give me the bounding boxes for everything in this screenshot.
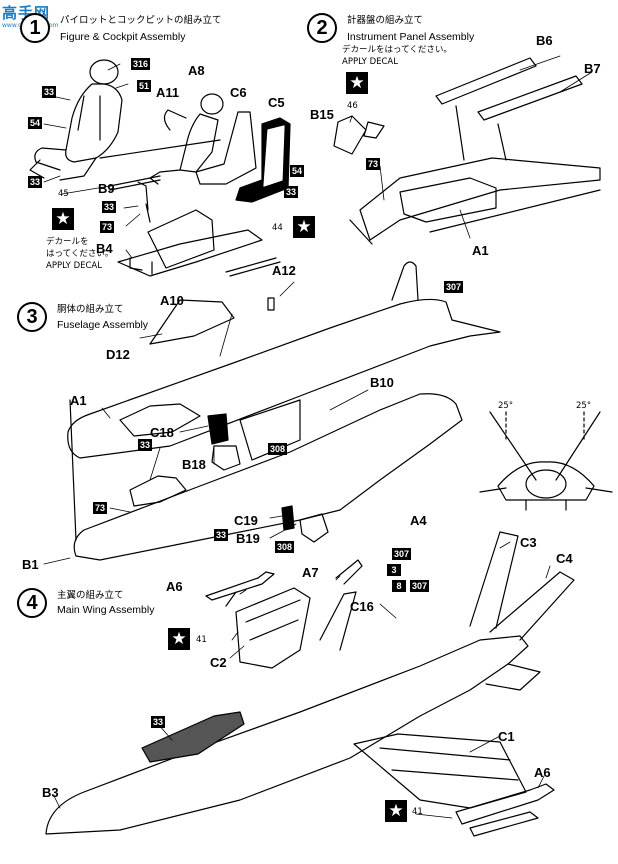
star-decal-icon: ★ — [346, 72, 368, 94]
part-label-c4: C4 — [556, 551, 573, 566]
step-2-title-en: Instrument Panel Assembly — [347, 31, 475, 43]
missile-left — [205, 571, 275, 607]
part-label-c1: C1 — [498, 729, 515, 744]
part-label-b6: B6 — [536, 33, 553, 48]
paint-number: 33 — [42, 86, 57, 98]
paint-number: 308 — [268, 443, 288, 455]
part-label-a4: A4 — [410, 513, 427, 528]
paint-number: 316 — [131, 58, 151, 70]
part-label-c3: C3 — [520, 535, 537, 550]
paint-number: 73 — [93, 502, 108, 514]
pilot-figure-a8 — [149, 93, 224, 185]
paint-number: 307 — [392, 548, 412, 560]
step-4-number: 4 — [17, 588, 47, 618]
part-label-c5: C5 — [268, 95, 285, 110]
step-4-title-en: Main Wing Assembly — [57, 604, 155, 616]
part-label-b9: B9 — [98, 181, 115, 196]
part-label-b18: B18 — [182, 457, 206, 472]
cockpit-tub — [99, 139, 281, 277]
part-label-a7: A7 — [302, 565, 319, 580]
part-label-b15: B15 — [310, 107, 334, 122]
paint-number: 73 — [100, 221, 115, 233]
fuselage-lower — [69, 393, 463, 561]
callout-number: 41 — [412, 807, 423, 817]
step-3-number: 3 — [17, 302, 47, 332]
part-label-b10: B10 — [370, 375, 394, 390]
part-label-b19: B19 — [236, 531, 260, 546]
part-label-a1-top: A1 — [472, 243, 489, 258]
paint-number: 8 — [392, 580, 406, 592]
callout-number: 41 — [196, 635, 207, 645]
decal-note-step1-en: APPLY DECAL — [46, 261, 102, 271]
star-decal-icon: ★ — [168, 628, 190, 650]
part-label-b4: B4 — [96, 241, 113, 256]
paint-number: 3 — [387, 564, 401, 576]
pilot-figure-seated — [29, 59, 123, 181]
star-decal-icon: ★ — [293, 216, 315, 238]
paint-number: 54 — [290, 165, 305, 177]
paint-number: 307 — [410, 580, 430, 592]
aircraft-main — [45, 531, 575, 835]
part-label-c19: C19 — [234, 513, 258, 528]
part-label-c2: C2 — [210, 655, 227, 670]
paint-number: 33 — [151, 716, 166, 728]
paint-number: 33 — [284, 186, 299, 198]
paint-number: 51 — [137, 80, 152, 92]
decal-note-step2-en: APPLY DECAL — [342, 57, 398, 67]
star-decal-icon: ★ — [385, 800, 407, 822]
paint-number: 33 — [138, 439, 153, 451]
part-label-b1: B1 — [22, 557, 39, 572]
front-view-diagram — [479, 411, 613, 511]
instrument-panel-assembly — [333, 57, 601, 245]
paint-number: 33 — [102, 201, 117, 213]
step-3-title-jp: 胴体の組み立て — [57, 304, 124, 315]
callout-number: 44 — [272, 223, 283, 233]
part-label-d12: D12 — [106, 347, 130, 362]
callout-number: 45 — [58, 189, 69, 199]
paint-number: 308 — [275, 541, 295, 553]
part-label-c6: C6 — [230, 85, 247, 100]
leader-lines — [41, 55, 593, 819]
step-1-title-en: Figure & Cockpit Assembly — [60, 31, 186, 43]
part-label-b3: B3 — [42, 785, 59, 800]
callout-number: 46 — [347, 101, 358, 111]
step-3-title-en: Fuselage Assembly — [57, 319, 149, 331]
step-1-title-jp: パイロットとコックピットの組み立て — [60, 15, 222, 26]
part-label-b7: B7 — [584, 61, 601, 76]
fuselage-upper — [67, 261, 501, 459]
missile-right — [455, 783, 555, 837]
part-label-a10: A10 — [160, 293, 184, 308]
decal-note-step2-jp: デカールをはってください。 — [342, 45, 452, 55]
step-1-number: 1 — [20, 13, 50, 43]
angle-label-right: 25° — [576, 401, 592, 411]
paint-number: 307 — [444, 281, 464, 293]
part-label-a6-right: A6 — [534, 765, 551, 780]
star-decal-icon: ★ — [52, 208, 74, 230]
paint-number: 33 — [214, 529, 229, 541]
decal-note-step1-jp-2: はってください。 — [46, 249, 114, 259]
paint-number: 54 — [28, 117, 43, 129]
step-2-title-jp: 計器盤の組み立て — [347, 15, 424, 26]
step-2-number: 2 — [307, 13, 337, 43]
step-4-title-jp: 主翼の組み立て — [57, 590, 124, 601]
part-label-c16: C16 — [350, 599, 374, 614]
part-label-a12: A12 — [272, 263, 296, 278]
angle-label-left: 25° — [498, 401, 514, 411]
decal-note-step1-jp-1: デカールを — [46, 237, 89, 247]
part-label-a1-mid: A1 — [70, 393, 87, 408]
part-label-c18: C18 — [150, 425, 174, 440]
part-label-a6-left: A6 — [166, 579, 183, 594]
paint-number: 73 — [366, 158, 381, 170]
part-label-a11: A11 — [156, 85, 180, 100]
wing-left — [235, 587, 311, 669]
paint-number: 33 — [28, 176, 43, 188]
wing-right — [353, 733, 527, 809]
seat-parts — [195, 111, 291, 203]
part-label-a8: A8 — [188, 63, 205, 78]
